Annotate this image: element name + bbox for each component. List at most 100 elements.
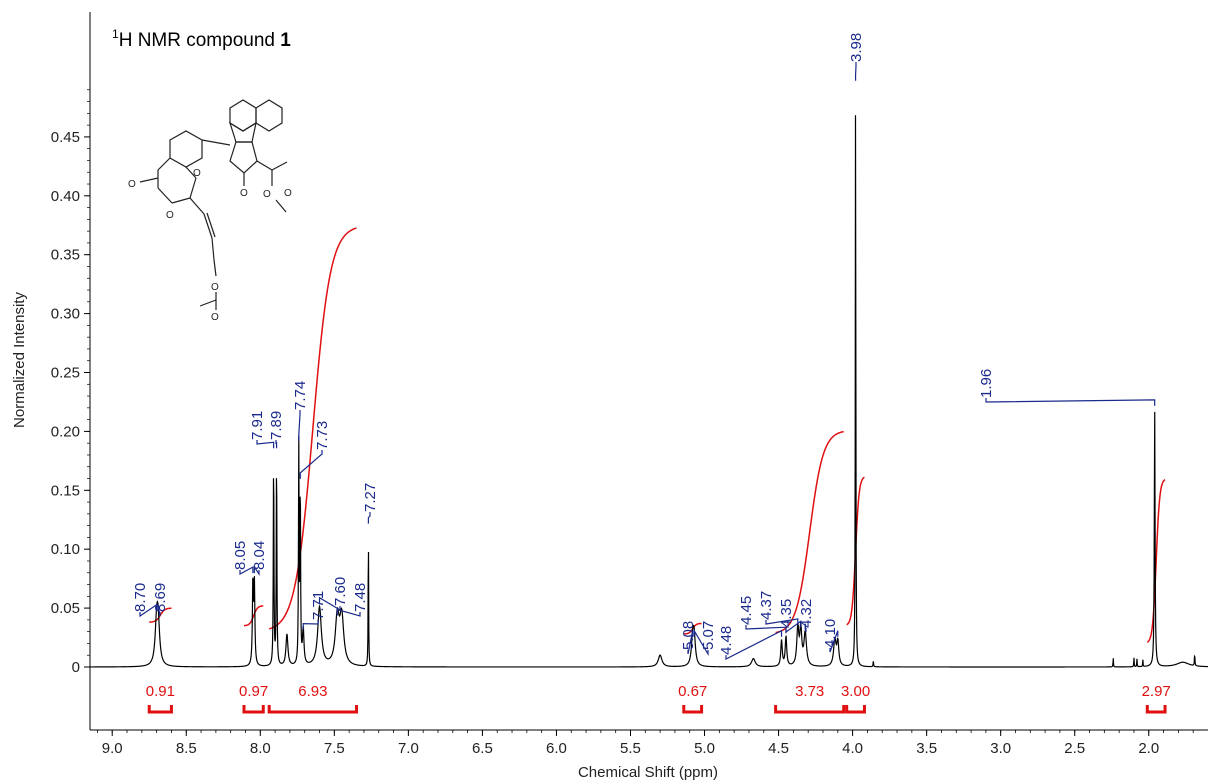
svg-text:O: O [193,168,201,179]
integral-bracket [242,705,265,714]
svg-text:O: O [284,188,292,199]
integral-bracket [774,705,846,714]
integral-value: 6.93 [298,683,327,700]
x-tick-label: 2.5 [1064,740,1085,757]
axes: 9.0 8.5 8.0 7.5 7.0 6.5 6.0 5.5 5.0 4.5 4.0 3.5 3.0 2… [51,12,1208,757]
peak-label-leader [239,566,254,576]
x-tick-label: 4.0 [842,740,863,757]
x-tick-label: 7.0 [398,740,419,757]
integral-curve [775,430,844,634]
peak-label-leader [693,628,709,657]
integral-value: 2.97 [1142,683,1171,700]
peak-label: 5.07 [700,621,717,650]
integral-value: 3.73 [795,683,824,700]
y-tick-label: 0.05 [51,600,80,617]
peak-label-leader [804,623,807,633]
peak-label-leader [765,618,799,625]
svg-text:O: O [166,210,174,221]
svg-text:O: O [263,189,271,200]
x-axis-title: Chemical Shift (ppm) [578,764,718,781]
x-tick-label: 6.0 [546,740,567,757]
x-tick-label: 8.5 [176,740,197,757]
peak-label: 8.05 [232,541,249,570]
peak-label-leader [298,410,301,442]
integral-bracket [682,705,704,714]
peak-label-leader [367,512,371,524]
integral-curve [846,476,865,626]
peak-label-leader [985,398,1156,406]
peak-label-leader [139,603,158,618]
peak-label-leader [336,608,361,617]
peak-label-leader [256,440,275,449]
peak-label-leader [253,565,260,576]
peak-label-leader [157,604,161,617]
integral-value: 0.67 [678,683,707,700]
spectrum-layer [90,115,1208,668]
peak-label: 7.74 [292,381,309,410]
peak-label: 8.04 [251,541,268,570]
x-tick-label: 3.0 [990,740,1011,757]
integral-bracket [845,705,866,714]
peak-label: 5.08 [680,621,697,650]
peak-label: 7.89 [268,411,285,440]
peak-label: 4.37 [758,591,775,620]
integral-curve [1146,478,1166,643]
peak-label-leader [302,620,319,630]
x-tick-label: 8.0 [250,740,271,757]
integral-bracket [147,705,173,714]
peak-label-leader [275,440,278,449]
y-tick-label: 0.30 [51,306,80,323]
peak-label: 7.27 [362,483,379,512]
y-tick-label: 0.10 [51,541,80,558]
peak-label-leader [299,450,323,479]
y-tick-label: 0.40 [51,188,80,205]
peak-label-leader [687,630,694,655]
peak-label-leader [318,596,341,612]
peak-label: 4.35 [778,599,795,628]
x-tick-label: 6.5 [472,740,493,757]
integral-curve [243,605,264,627]
peak-label: 7.91 [249,411,266,440]
y-tick-label: 0 [72,659,80,676]
peak-label-leader [725,629,783,660]
peak-label: 8.70 [132,583,149,612]
x-tick-label: 3.5 [916,740,937,757]
spectrum-trace [90,115,1208,668]
integral-value: 0.91 [146,683,175,700]
x-tick-label: 5.5 [620,740,641,757]
integral-bracket [1145,705,1167,714]
peak-label: 8.69 [152,583,169,612]
integral-value: 3.00 [841,683,870,700]
svg-text:O: O [211,282,219,293]
svg-text:O: O [240,188,248,199]
y-tick-label: 0.25 [51,365,80,382]
peak-label: 4.45 [738,596,755,625]
x-tick-label: 2.0 [1138,740,1159,757]
svg-text:O: O [211,312,219,323]
x-tick-label: 4.5 [768,740,789,757]
molecule-structure-drawing: O O O O O O O O [128,99,292,323]
peak-label: 7.73 [314,421,331,450]
chart-title: 1H NMR compound 1 [112,27,291,51]
y-axis-title: Normalized Intensity [11,292,28,428]
peak-label-leader [785,620,802,634]
peak-label: 4.48 [718,626,735,655]
x-tick-label: 5.0 [694,740,715,757]
integral-bracket [267,705,359,714]
peak-label-leader [829,630,839,653]
peak-label: 7.60 [332,577,349,606]
peak-label: 4.10 [822,619,839,648]
peak-label: 3.98 [848,33,865,62]
y-tick-label: 0.45 [51,129,80,146]
x-tick-label: 7.5 [324,740,345,757]
peak-label: 7.71 [310,591,327,620]
svg-text:O: O [128,179,136,190]
peak-label: 7.48 [352,583,369,612]
x-tick-label: 9.0 [102,740,123,757]
y-tick-label: 0.20 [51,423,80,440]
peak-label: 1.96 [978,369,995,398]
integral-curve [268,227,357,630]
